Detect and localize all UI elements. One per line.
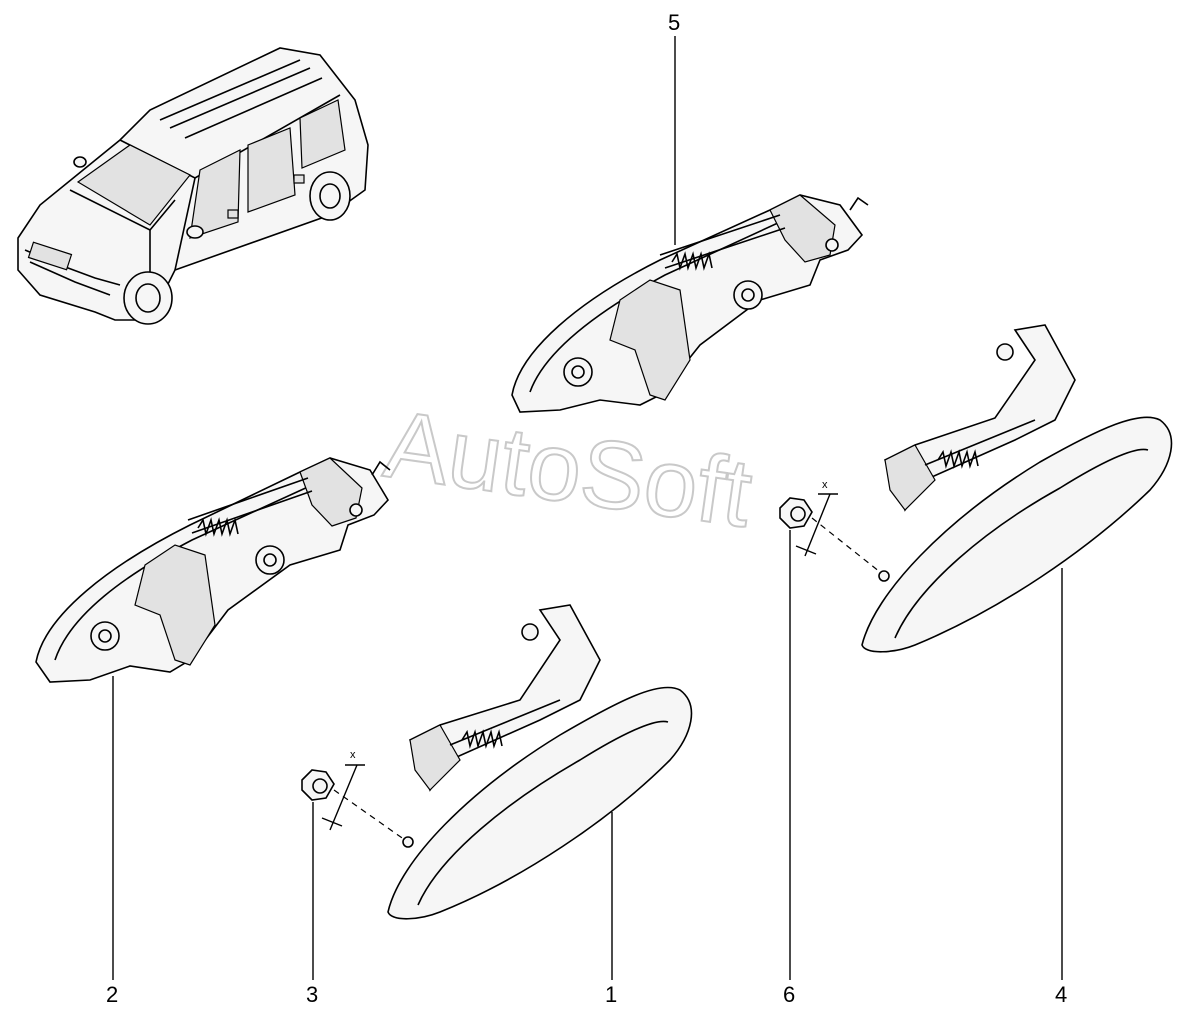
exterior-handle-right [861,324,1173,653]
watermark-text: AutoSoft [378,391,758,548]
handle-mechanism-upper [511,194,869,413]
spring-left [197,517,239,537]
assembly-line-3 [333,789,406,841]
callout-5: 5 [668,10,680,35]
nut-part-6 [779,497,813,529]
callout-6: 6 [783,982,795,1007]
dimension-label-3: x [350,749,356,761]
nut-part-3 [301,769,335,801]
dimension-mark-3: x [321,749,365,831]
vehicle-illustration [17,47,369,325]
spring-upper [671,251,713,271]
assembly-line-6 [811,517,881,573]
exterior-handle-center [387,604,693,920]
callout-3: 3 [306,982,318,1007]
callout-2: 2 [106,982,118,1007]
dimension-label-6: x [822,479,828,491]
spring-right [937,449,979,469]
callout-1: 1 [605,982,617,1007]
dimension-mark-6: x [795,479,838,557]
handle-mechanism-left [35,457,391,683]
callout-4: 4 [1055,982,1067,1007]
